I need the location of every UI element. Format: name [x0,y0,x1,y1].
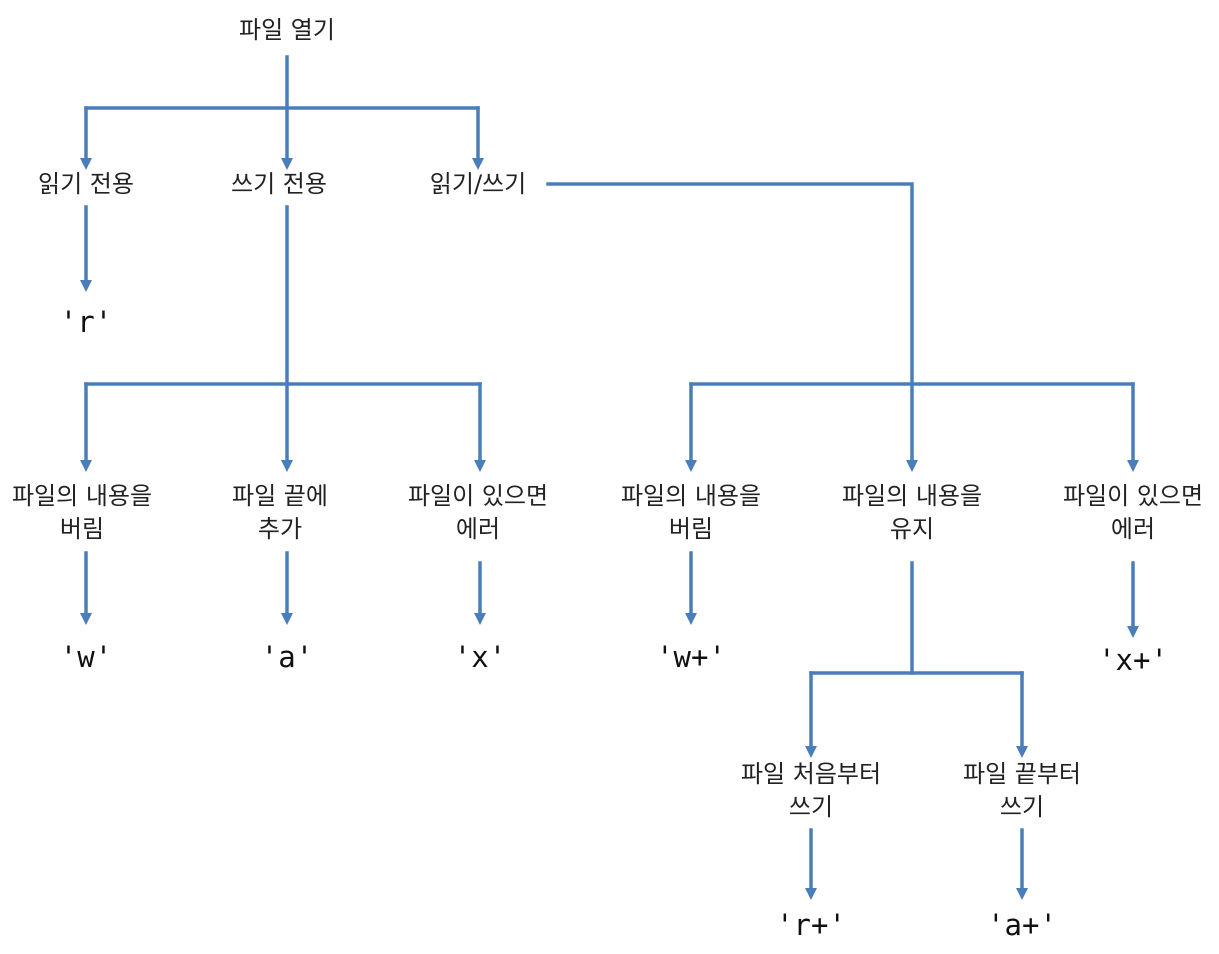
node-line: 버림 [59,515,105,543]
arrowhead-icon [1016,888,1028,900]
connector-line [546,182,914,464]
arrowhead-icon [1127,460,1139,472]
write-discard-node: 파일의 내용을 버림 [12,480,152,546]
node-line: 파일이 있으면 [1062,482,1204,510]
arrowhead-icon [80,280,92,292]
node-line: 쓰기 [999,793,1045,821]
node-line: 유지 [889,515,935,543]
node-line: 파일의 내용을 [841,482,983,510]
arrowhead-icon [685,613,697,625]
mode-write-only: 쓰기 전용 [231,170,327,198]
arrowhead-icon [685,460,697,472]
mode-code-w: 'w' [59,640,113,674]
write-error-node: 파일이 있으면 에러 [408,480,548,546]
mode-code-x-plus: 'x+' [1098,643,1168,677]
mode-code-w-plus: 'w+' [656,640,726,674]
arrowhead-icon [80,460,92,472]
arrowhead-icon [1016,746,1028,758]
arrowhead-icon [805,746,817,758]
rw-write-end-node: 파일 끝부터 쓰기 [963,758,1081,824]
arrowhead-icon [805,888,817,900]
arrowhead-icon [474,460,486,472]
node-line: 파일 끝부터 [962,760,1082,788]
node-line: 파일의 내용을 [11,482,153,510]
node-line: 쓰기 [788,793,834,821]
node-line: 파일의 내용을 [620,482,762,510]
root-node: 파일 열기 [239,16,335,44]
node-line: 에러 [455,515,501,543]
arrowhead-icon [281,158,293,170]
rw-write-start-node: 파일 처음부터 쓰기 [741,758,881,824]
node-line: 에러 [1110,515,1156,543]
arrowhead-icon [80,613,92,625]
node-line: 파일이 있으면 [407,482,549,510]
arrowhead-icon [1127,626,1139,638]
write-append-node: 파일 끝에 추가 [232,480,328,546]
rw-keep-node: 파일의 내용을 유지 [842,480,982,546]
arrowhead-icon [472,158,484,170]
arrowhead-icon [281,613,293,625]
rw-error-node: 파일이 있으면 에러 [1063,480,1203,546]
mode-code-a-plus: 'a+' [987,908,1057,942]
arrowhead-icon [80,158,92,170]
node-line: 버림 [668,515,714,543]
arrowhead-icon [906,460,918,472]
node-line: 파일 끝에 [232,482,328,510]
rw-discard-node: 파일의 내용을 버림 [621,480,761,546]
arrowhead-icon [281,460,293,472]
mode-code-x: 'x' [453,640,507,674]
node-line: 추가 [257,515,303,543]
mode-code-r-plus: 'r+' [776,908,846,942]
mode-code-r: 'r' [59,305,113,339]
node-line: 파일 처음부터 [740,760,882,788]
mode-code-a: 'a' [260,640,314,674]
mode-read-only: 읽기 전용 [38,170,134,198]
mode-read-write: 읽기/쓰기 [429,170,527,198]
arrowhead-icon [474,613,486,625]
